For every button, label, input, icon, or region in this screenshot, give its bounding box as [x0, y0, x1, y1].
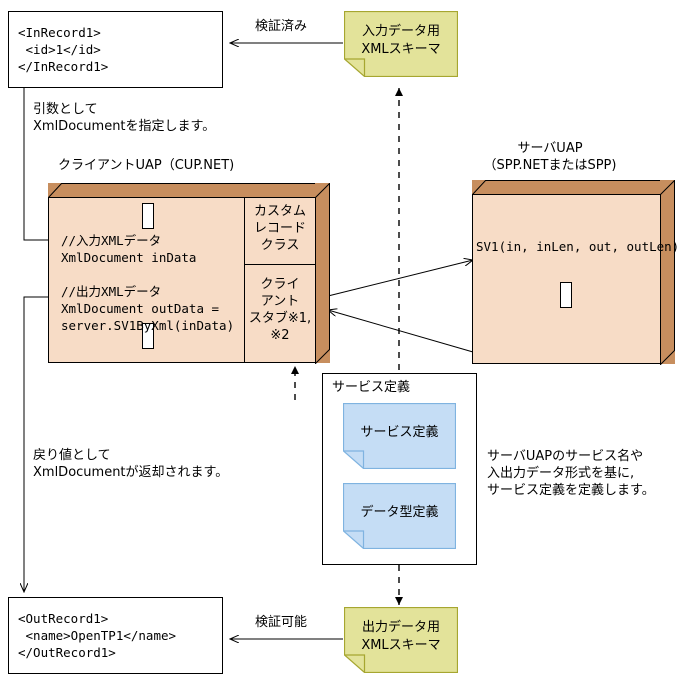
in-record-code: <InRecord1> <id>1</id> </InRecord1> [18, 25, 109, 74]
server-uap-box-top-face [472, 180, 675, 195]
client-uap-box-top-face [48, 183, 330, 198]
output-schema-note-line2: XMLスキーマ [361, 638, 441, 653]
client-stub-label: クライ アント スタブ※1, ※2 [248, 277, 312, 343]
server-uap-box-side-face [660, 180, 675, 365]
client-uap-box-front-face [48, 197, 316, 363]
out-record-code: <OutRecord1> <name>OpenTP1</name> </OutR… [18, 611, 177, 660]
service-definition-container-title: サービス定義 [332, 380, 411, 395]
client-uap-inner-vertical-divider [244, 197, 245, 363]
output-schema-note: 出力データ用 XMLスキーマ [344, 607, 458, 673]
service-definition-note-label: サービス定義 [360, 425, 439, 440]
data-type-definition-note: データ型定義 [343, 483, 456, 549]
server-uap-signature: SV1(in, inLen, out, outLen) [476, 239, 680, 254]
custom-record-class-label: カスタム レコード クラス [253, 204, 306, 253]
output-schema-note-line1: 出力データ用 [361, 620, 440, 635]
server-uap-box-front-face [472, 194, 661, 364]
client-uap-code: //入力XMLデータ XmlDocument inData //出力XMLデータ… [61, 233, 235, 333]
service-definition-description: サーバUAPのサービス名や 入出力データ形式を基に, サービス定義を定義します。 [487, 449, 655, 498]
glyph-placeholder-icon [142, 203, 154, 229]
input-schema-note-line2: XMLスキーマ [361, 42, 441, 57]
argument-note-label: 引数として XmlDocumentを指定します。 [33, 102, 216, 134]
data-type-definition-note-label: データ型定義 [360, 505, 439, 520]
service-definition-note: サービス定義 [343, 403, 456, 469]
validated-label: 検証済み [255, 19, 308, 34]
server-uap-title-line1: サーバUAP [517, 141, 583, 156]
input-schema-note: 入力データ用 XMLスキーマ [344, 11, 458, 77]
client-uap-inner-horizontal-divider [244, 264, 316, 265]
input-schema-note-line1: 入力データ用 [361, 24, 440, 39]
server-uap-box: SV1(in, inLen, out, outLen) [472, 180, 679, 365]
out-record-box: <OutRecord1> <name>OpenTP1</name> </OutR… [8, 597, 223, 674]
in-record-box: <InRecord1> <id>1</id> </InRecord1> [8, 11, 223, 88]
glyph-placeholder-icon [142, 323, 154, 349]
server-uap-title-line2: （SPP.NETまたはSPP) [483, 158, 617, 173]
validatable-label: 検証可能 [255, 615, 308, 630]
client-uap-box: //入力XMLデータ XmlDocument inData //出力XMLデータ… [48, 183, 330, 364]
client-uap-box-side-face [315, 183, 330, 364]
return-note-label: 戻り値として XmlDocumentが返却されます。 [33, 448, 229, 480]
glyph-placeholder-icon [560, 282, 572, 308]
client-uap-title: クライアントUAP（CUP.NET) [58, 158, 235, 173]
